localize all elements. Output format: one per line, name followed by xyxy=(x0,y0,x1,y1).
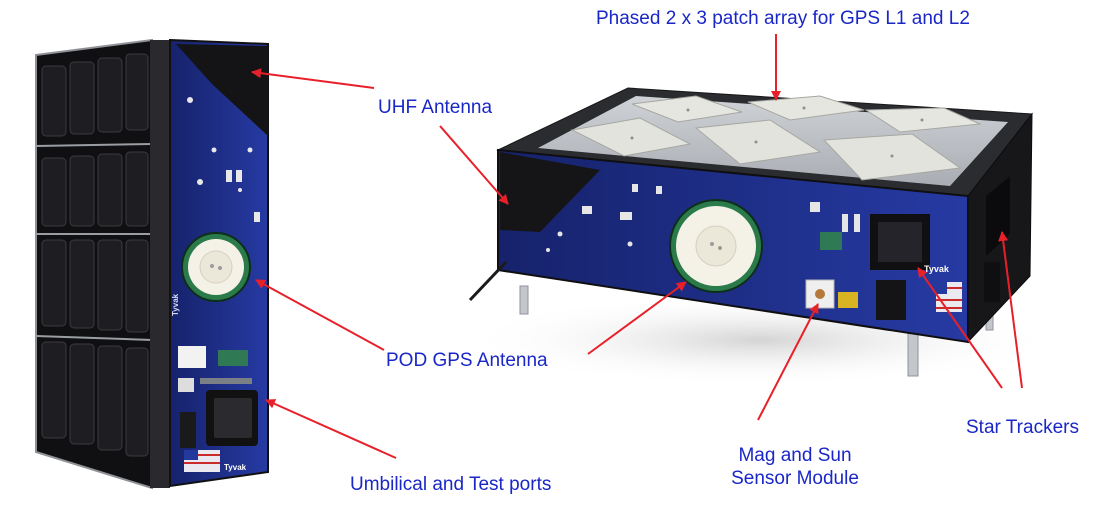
brand-logo-vertical: Tyvak xyxy=(171,293,180,316)
label-pod-gps-antenna: POD GPS Antenna xyxy=(386,350,548,371)
label-mag-sun-line1: Mag and Sun xyxy=(738,445,852,466)
uhf-whip-antenna xyxy=(468,260,508,302)
label-phased-array: Phased 2 x 3 patch array for GPS L1 and … xyxy=(596,8,970,29)
uhf-antenna-mount xyxy=(176,44,268,136)
patch-element xyxy=(694,119,822,165)
flag-decal xyxy=(936,282,962,312)
panel-components xyxy=(187,97,260,222)
panel-components-right xyxy=(546,184,860,252)
arrow-uhf-left xyxy=(251,68,375,89)
umbilical-port-area xyxy=(178,346,258,472)
brand-logo-left: Tyvak xyxy=(224,463,247,472)
arrow-pod-gps-left xyxy=(255,279,385,351)
arrow-mag-sun xyxy=(757,303,819,421)
arrow-pod-gps-right xyxy=(587,281,687,355)
callout-arrows xyxy=(251,34,1023,459)
arrow-umbilical xyxy=(265,399,397,459)
label-uhf-antenna: UHF Antenna xyxy=(378,97,493,118)
frame-rail xyxy=(150,40,170,488)
solar-cells xyxy=(41,53,149,457)
star-tracker-front xyxy=(870,214,930,320)
label-mag-sun-line2: Sensor Module xyxy=(731,468,859,489)
patch-element xyxy=(747,95,865,121)
mag-sun-sensor-module xyxy=(805,232,858,309)
satellite-right: Tyvak xyxy=(460,87,1060,386)
label-mag-sun-module: Mag and Sun Sensor Module xyxy=(712,444,878,490)
brand-logo-right: Tyvak xyxy=(924,264,950,274)
uhf-antenna-mount-right xyxy=(500,152,600,232)
arrow-star-tracker-side xyxy=(998,231,1023,389)
label-umbilical-ports: Umbilical and Test ports xyxy=(350,474,552,495)
cubesat-left: Tyvak Tyvak xyxy=(35,38,269,490)
arrow-uhf-right xyxy=(439,125,509,205)
label-star-trackers: Star Trackers xyxy=(966,417,1079,438)
arrow-star-tracker-front xyxy=(917,267,1003,389)
